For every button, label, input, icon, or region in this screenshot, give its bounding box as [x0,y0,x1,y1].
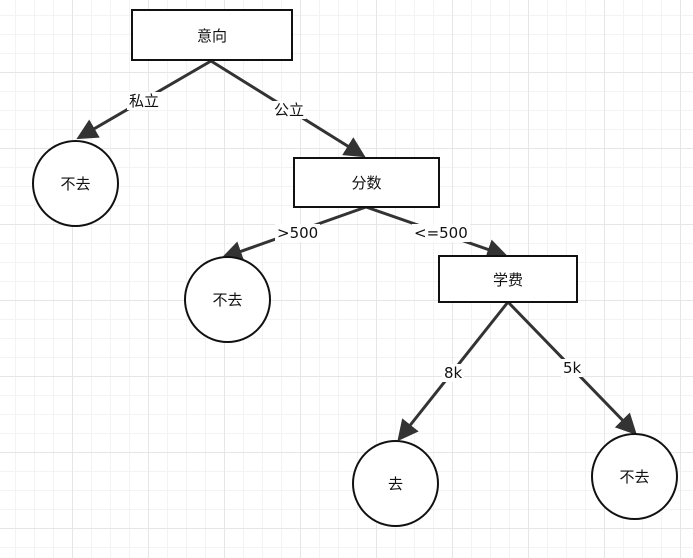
node-not-go-private-label: 不去 [60,175,91,193]
edge-label-gt500: >500 [275,224,321,242]
node-not-go-private: 不去 [32,140,119,227]
node-intent: 意向 [131,9,293,61]
edge-label-le500: <=500 [412,224,470,242]
node-not-go-high-score: 不去 [184,256,271,343]
node-tuition: 学费 [438,255,578,303]
edge-label-5k: 5k [561,359,584,377]
edge-label-8k: 8k [442,364,465,382]
node-intent-label: 意向 [196,26,227,45]
node-not-go-high-score-label: 不去 [212,291,243,309]
node-tuition-label: 学费 [492,270,523,289]
node-not-go-5k-label: 不去 [619,468,650,486]
node-score: 分数 [293,157,440,208]
node-go-label: 去 [387,475,403,493]
node-go: 去 [352,440,439,527]
edge-label-private: 私立 [127,92,162,110]
node-not-go-5k: 不去 [591,433,678,520]
edge-label-public: 公立 [272,101,307,119]
node-score-label: 分数 [351,174,382,192]
